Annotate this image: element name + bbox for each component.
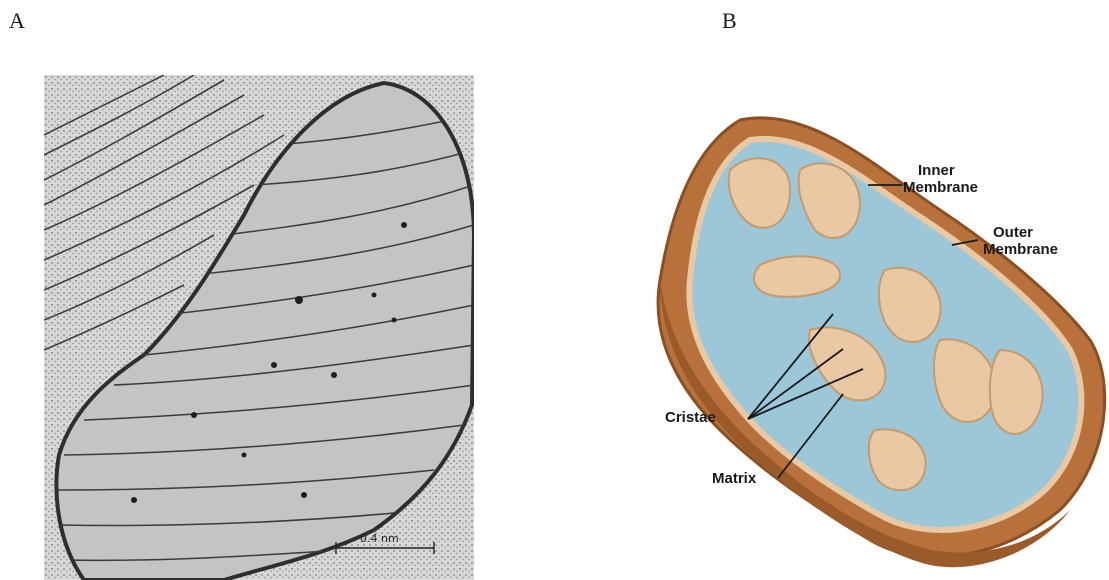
outer-membrane-label-line2: Membrane <box>983 241 1058 258</box>
matrix-label: Matrix <box>712 470 757 487</box>
scale-bar-label: 0.4 nm <box>360 532 399 545</box>
inner-membrane-label-line1: Inner <box>918 162 955 179</box>
panel-a-letter: A <box>9 8 25 34</box>
outer-membrane-label-line1: Outer <box>993 224 1033 241</box>
mitochondrion-illustration: Inner Membrane Outer Membrane Cristae Ma… <box>640 110 1109 580</box>
panel-b-letter: B <box>722 8 737 34</box>
inner-membrane-label-line2: Membrane <box>903 179 978 196</box>
electron-micrograph: 0.4 nm <box>44 75 474 580</box>
cristae-label: Cristae <box>665 409 716 426</box>
